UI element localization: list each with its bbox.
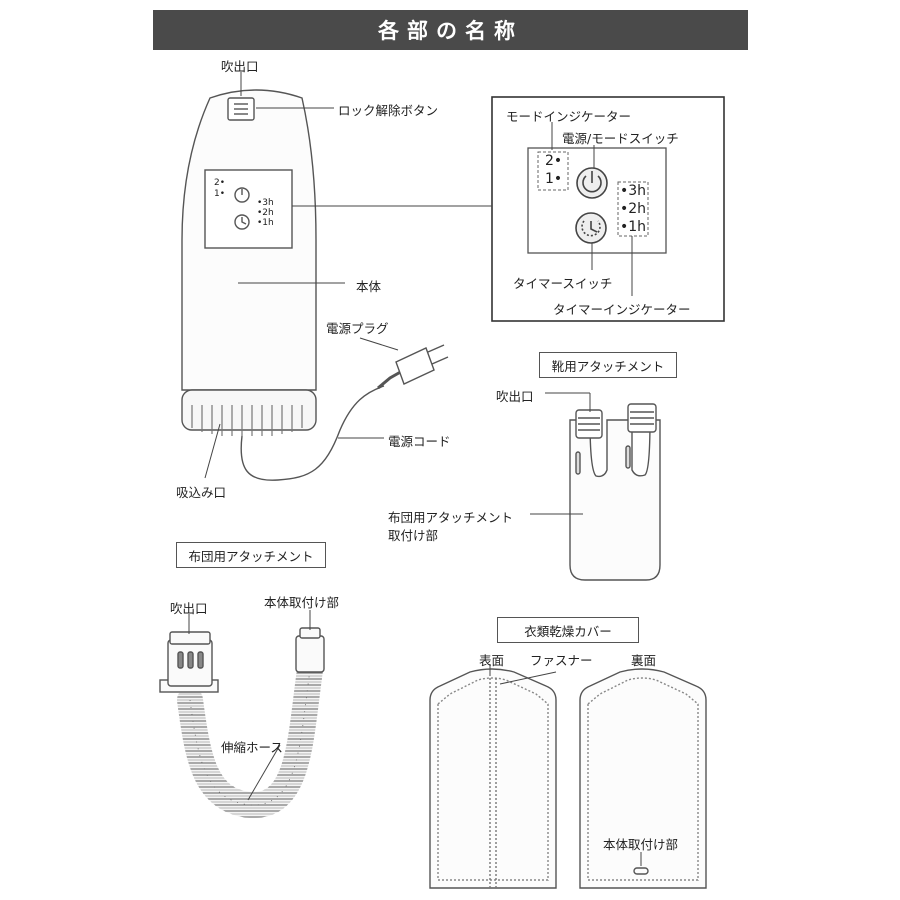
- mini-timer-2h: •2h: [257, 208, 274, 218]
- label-cover-back: 裏面: [631, 653, 657, 668]
- label-intake: 吸込み口: [176, 485, 227, 500]
- leader-lines: [188, 72, 642, 866]
- label-main-outlet: 吹出口: [221, 59, 259, 74]
- mini-mode-2: 2•: [214, 178, 226, 188]
- clothes-cover-title: 衣類乾燥カバー: [524, 623, 612, 639]
- label-body: 本体: [356, 279, 382, 294]
- futon-attachment-title: 布団用アタッチメント: [188, 548, 314, 564]
- panel-mode-2: 2•: [545, 153, 563, 169]
- mini-mode-1: 1•: [214, 189, 226, 199]
- page-title-banner: 各部の名称: [153, 10, 748, 50]
- panel-timer-3h: •3h: [620, 183, 647, 199]
- label-futon-mount-1: 布団用アタッチメント: [388, 510, 514, 525]
- label-plug: 電源プラグ: [326, 321, 389, 336]
- label-cord: 電源コード: [388, 434, 451, 449]
- power-cord: [240, 344, 449, 481]
- mode-indicator-frame: [537, 151, 569, 191]
- main-unit: [181, 89, 317, 436]
- label-futon-mount-2: 取付け部: [388, 528, 439, 543]
- panel-mode-1: 1•: [545, 171, 563, 187]
- label-power-mode-switch: 電源/モードスイッチ: [562, 131, 679, 146]
- label-timer-indicator: タイマーインジケーター: [553, 302, 691, 317]
- mini-timer-1h: •1h: [257, 218, 274, 228]
- label-cover-body-mount: 本体取付け部: [603, 837, 679, 852]
- label-hose: 伸縮ホース: [221, 740, 283, 755]
- power-mode-switch-icon: [576, 167, 608, 199]
- label-fastener: ファスナー: [530, 653, 593, 668]
- label-timer-switch: タイマースイッチ: [513, 276, 613, 291]
- label-shoe-outlet: 吹出口: [496, 389, 534, 404]
- timer-indicator-frame: [617, 181, 649, 237]
- timer-switch-icon: [575, 212, 607, 244]
- clothes-cover-title-box: 衣類乾燥カバー: [497, 617, 639, 643]
- futon-attachment: [159, 627, 325, 818]
- mini-timer-3h: •3h: [257, 198, 274, 208]
- label-futon-body-mount: 本体取付け部: [264, 595, 340, 610]
- label-cover-front: 表面: [479, 653, 505, 668]
- clothes-cover-back: [579, 668, 707, 889]
- clothes-cover-front: [429, 668, 557, 889]
- shoe-attachment-title-box: 靴用アタッチメント: [539, 352, 677, 378]
- label-futon-outlet: 吹出口: [170, 601, 208, 616]
- label-mode-indicator: モードインジケーター: [506, 109, 632, 124]
- shoe-attachment-title: 靴用アタッチメント: [551, 358, 665, 374]
- label-lock-button: ロック解除ボタン: [338, 103, 439, 118]
- shoe-attachment: [569, 403, 661, 581]
- page-title: 各部の名称: [378, 19, 523, 43]
- futon-attachment-title-box: 布団用アタッチメント: [176, 542, 326, 568]
- panel-timer-2h: •2h: [620, 201, 647, 217]
- panel-timer-1h: •1h: [620, 219, 647, 235]
